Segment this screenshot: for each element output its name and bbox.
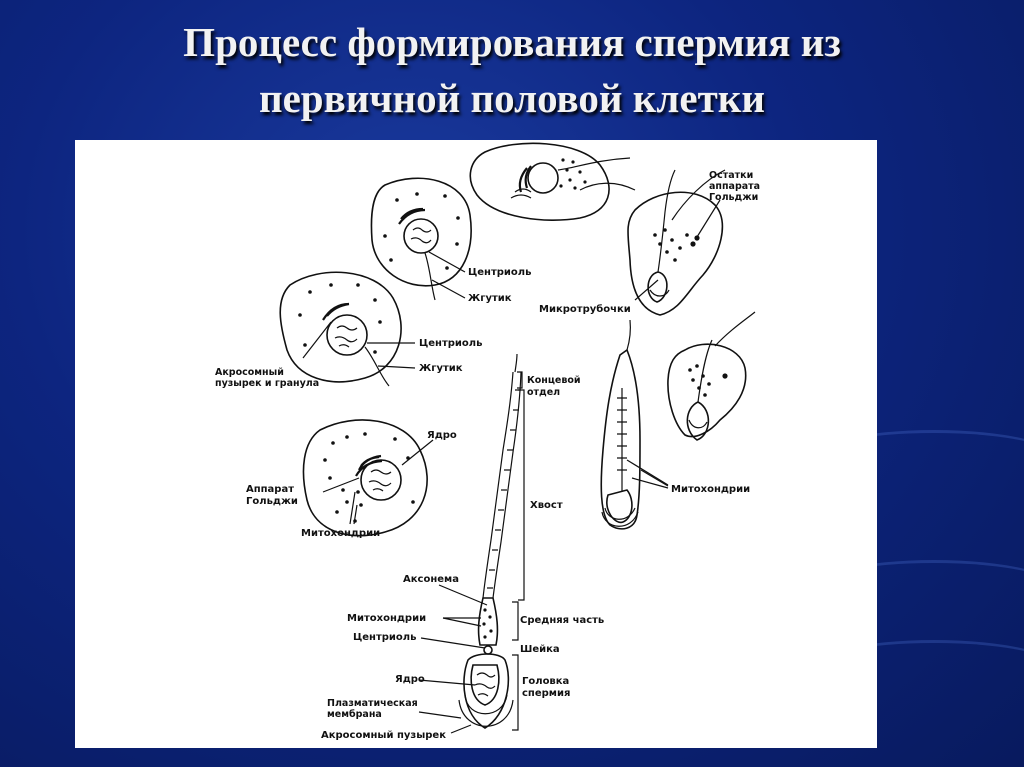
label-flagellum-mid: Жгутик xyxy=(419,363,463,374)
diagram-panel: Ядро Аппарат Гольджи Митохондрии Центрио… xyxy=(75,140,877,748)
background-swoosh-3 xyxy=(804,640,1024,703)
label-centriole-mid: Центриоль xyxy=(419,338,482,349)
spermatogenesis-diagram: Ядро Аппарат Гольджи Митохондрии Центрио… xyxy=(215,142,760,741)
label-head-2: спермия xyxy=(522,688,570,699)
label-acrosomal-granule-1: Акросомный xyxy=(215,367,284,378)
label-plasma-membrane-1: Плазматическая xyxy=(327,698,418,709)
label-end-piece-1: Концевой xyxy=(527,375,581,386)
label-neck: Шейка xyxy=(520,644,560,655)
label-centriole-top: Центриоль xyxy=(468,267,531,278)
label-flagellum-top: Жгутик xyxy=(468,293,512,304)
label-middle-piece: Средняя часть xyxy=(520,615,604,626)
cell-golgi-stage xyxy=(302,419,428,537)
label-centriole-sperm: Центриоль xyxy=(353,632,416,643)
label-golgi-apparatus-2: Гольджи xyxy=(246,496,298,507)
label-golgi-apparatus-1: Аппарат xyxy=(246,484,294,495)
cell-cap-stage xyxy=(469,142,631,221)
label-acrosomal-vesicle: Акросомный пузырек xyxy=(321,730,446,741)
bracket-tail xyxy=(518,389,525,601)
label-mitochondria-sperm: Митохондрии xyxy=(347,613,426,624)
title-line-1: Процесс формирования спермия из xyxy=(183,19,841,65)
label-golgi-remnants-2: аппарата xyxy=(709,181,760,192)
cell-acrosome-stage xyxy=(279,271,402,387)
label-head-1: Головка xyxy=(522,676,569,687)
background-swoosh-1 xyxy=(804,430,1024,493)
cell-elongation-stage xyxy=(579,169,726,316)
label-nucleus-sperm: Ядро xyxy=(395,674,425,685)
label-tail: Хвост xyxy=(530,500,563,511)
label-mitochondria-right: Митохондрии xyxy=(671,484,750,495)
label-end-piece-2: отдел xyxy=(527,387,560,398)
spermatid-elongated xyxy=(600,319,641,530)
label-golgi-remnants-1: Остатки xyxy=(709,170,753,181)
label-nucleus-cell: Ядро xyxy=(427,430,457,441)
label-mitochondria-cell: Митохондрии xyxy=(301,528,380,539)
label-microtubules: Микротрубочки xyxy=(539,303,631,315)
bracket-end-piece xyxy=(517,371,523,389)
title-line-2: первичной половой клетки xyxy=(258,75,765,121)
label-axoneme: Аксонема xyxy=(403,574,459,585)
slide-title: Процесс формирования спермия из первично… xyxy=(0,14,1024,126)
bracket-head xyxy=(512,654,519,731)
label-golgi-remnants-3: Гольджи xyxy=(709,192,758,203)
label-plasma-membrane-2: мембрана xyxy=(327,709,382,720)
background-swoosh-2 xyxy=(804,560,1024,623)
cell-late-stage xyxy=(667,311,756,441)
cell-flagellum-stage xyxy=(370,177,472,301)
mature-sperm xyxy=(458,353,522,729)
label-acrosomal-granule-2: пузырек и гранула xyxy=(215,378,319,389)
bracket-middle-piece xyxy=(512,601,519,641)
